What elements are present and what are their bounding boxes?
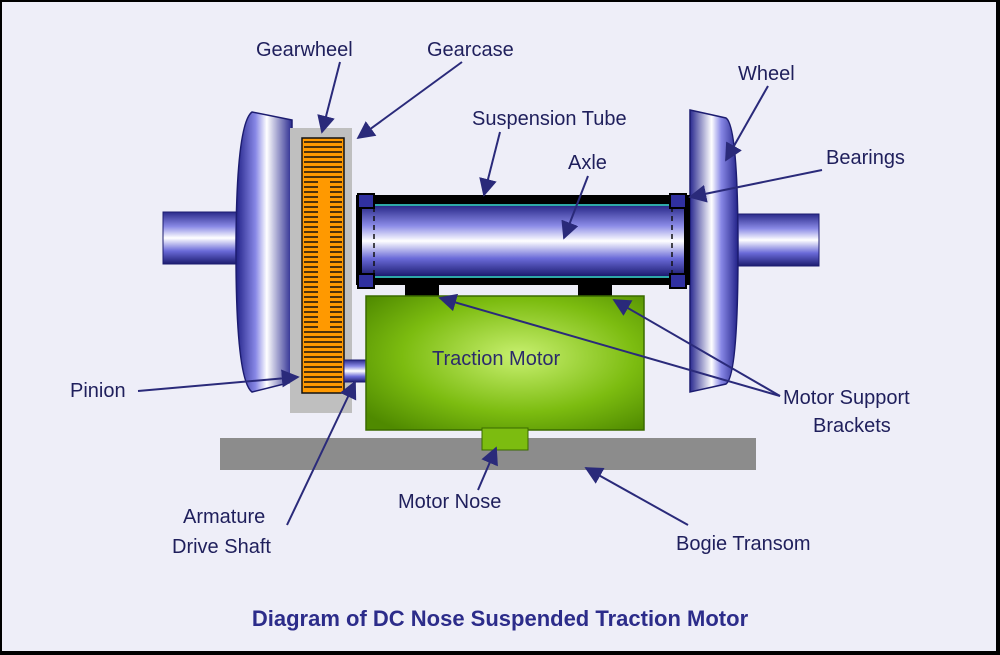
motor-support-brackets-label-line2: Brackets: [813, 415, 891, 437]
traction-motor-label: Traction Motor: [432, 348, 561, 370]
bearing-left-bottom: [357, 273, 375, 289]
armature-drive-shaft: [343, 359, 367, 383]
leader-gearwheel: [317, 61, 341, 134]
wheel-label: Wheel: [738, 63, 795, 85]
diagram-caption: Diagram of DC Nose Suspended Traction Mo…: [251, 606, 749, 631]
leader-axle: [561, 175, 589, 240]
motor-support-bracket-left: [405, 284, 439, 298]
suspension-tube-label: Suspension Tube: [472, 108, 627, 130]
leader-wheel: [725, 85, 769, 162]
motor-support-bracket-right: [578, 284, 612, 298]
bearing-right-top: [669, 193, 687, 209]
gearwheel-label: Gearwheel: [256, 39, 353, 61]
leader-bracket-right: [612, 299, 781, 397]
leader-gearcase: [356, 61, 463, 140]
gearwheel-hub: [318, 180, 330, 330]
leader-pinion: [137, 369, 300, 392]
leader-bogie-transom: [584, 467, 689, 526]
leader-bracket-left: [438, 293, 781, 397]
axle-label: Axle: [568, 152, 607, 174]
traction-motor: [365, 295, 645, 431]
leader-armature-drive-shaft: [286, 380, 357, 526]
leader-motor-nose: [477, 446, 498, 491]
motor-nose: [481, 427, 529, 451]
leader-suspension-tube: [479, 131, 501, 197]
bogie-transom-label: Bogie Transom: [676, 533, 811, 555]
axle: [362, 206, 684, 276]
left-axle-end: [162, 211, 238, 265]
armature-drive-shaft-label-line1: Armature: [183, 506, 266, 528]
motor-support-brackets-label-line1: Motor Support: [783, 387, 910, 409]
right-wheel: [689, 109, 739, 393]
right-axle-end: [734, 213, 820, 267]
bearings-label: Bearings: [826, 147, 905, 169]
bearing-right-bottom: [669, 273, 687, 289]
bearing-left-top: [357, 193, 375, 209]
pinion-label: Pinion: [70, 380, 126, 402]
left-wheel: [235, 111, 293, 393]
leader-bearings: [688, 169, 823, 203]
leader-lines: [137, 61, 823, 526]
armature-drive-shaft-label-line2: Drive Shaft: [172, 536, 271, 558]
motor-nose-label: Motor Nose: [398, 491, 502, 513]
gearcase-label: Gearcase: [427, 39, 514, 61]
